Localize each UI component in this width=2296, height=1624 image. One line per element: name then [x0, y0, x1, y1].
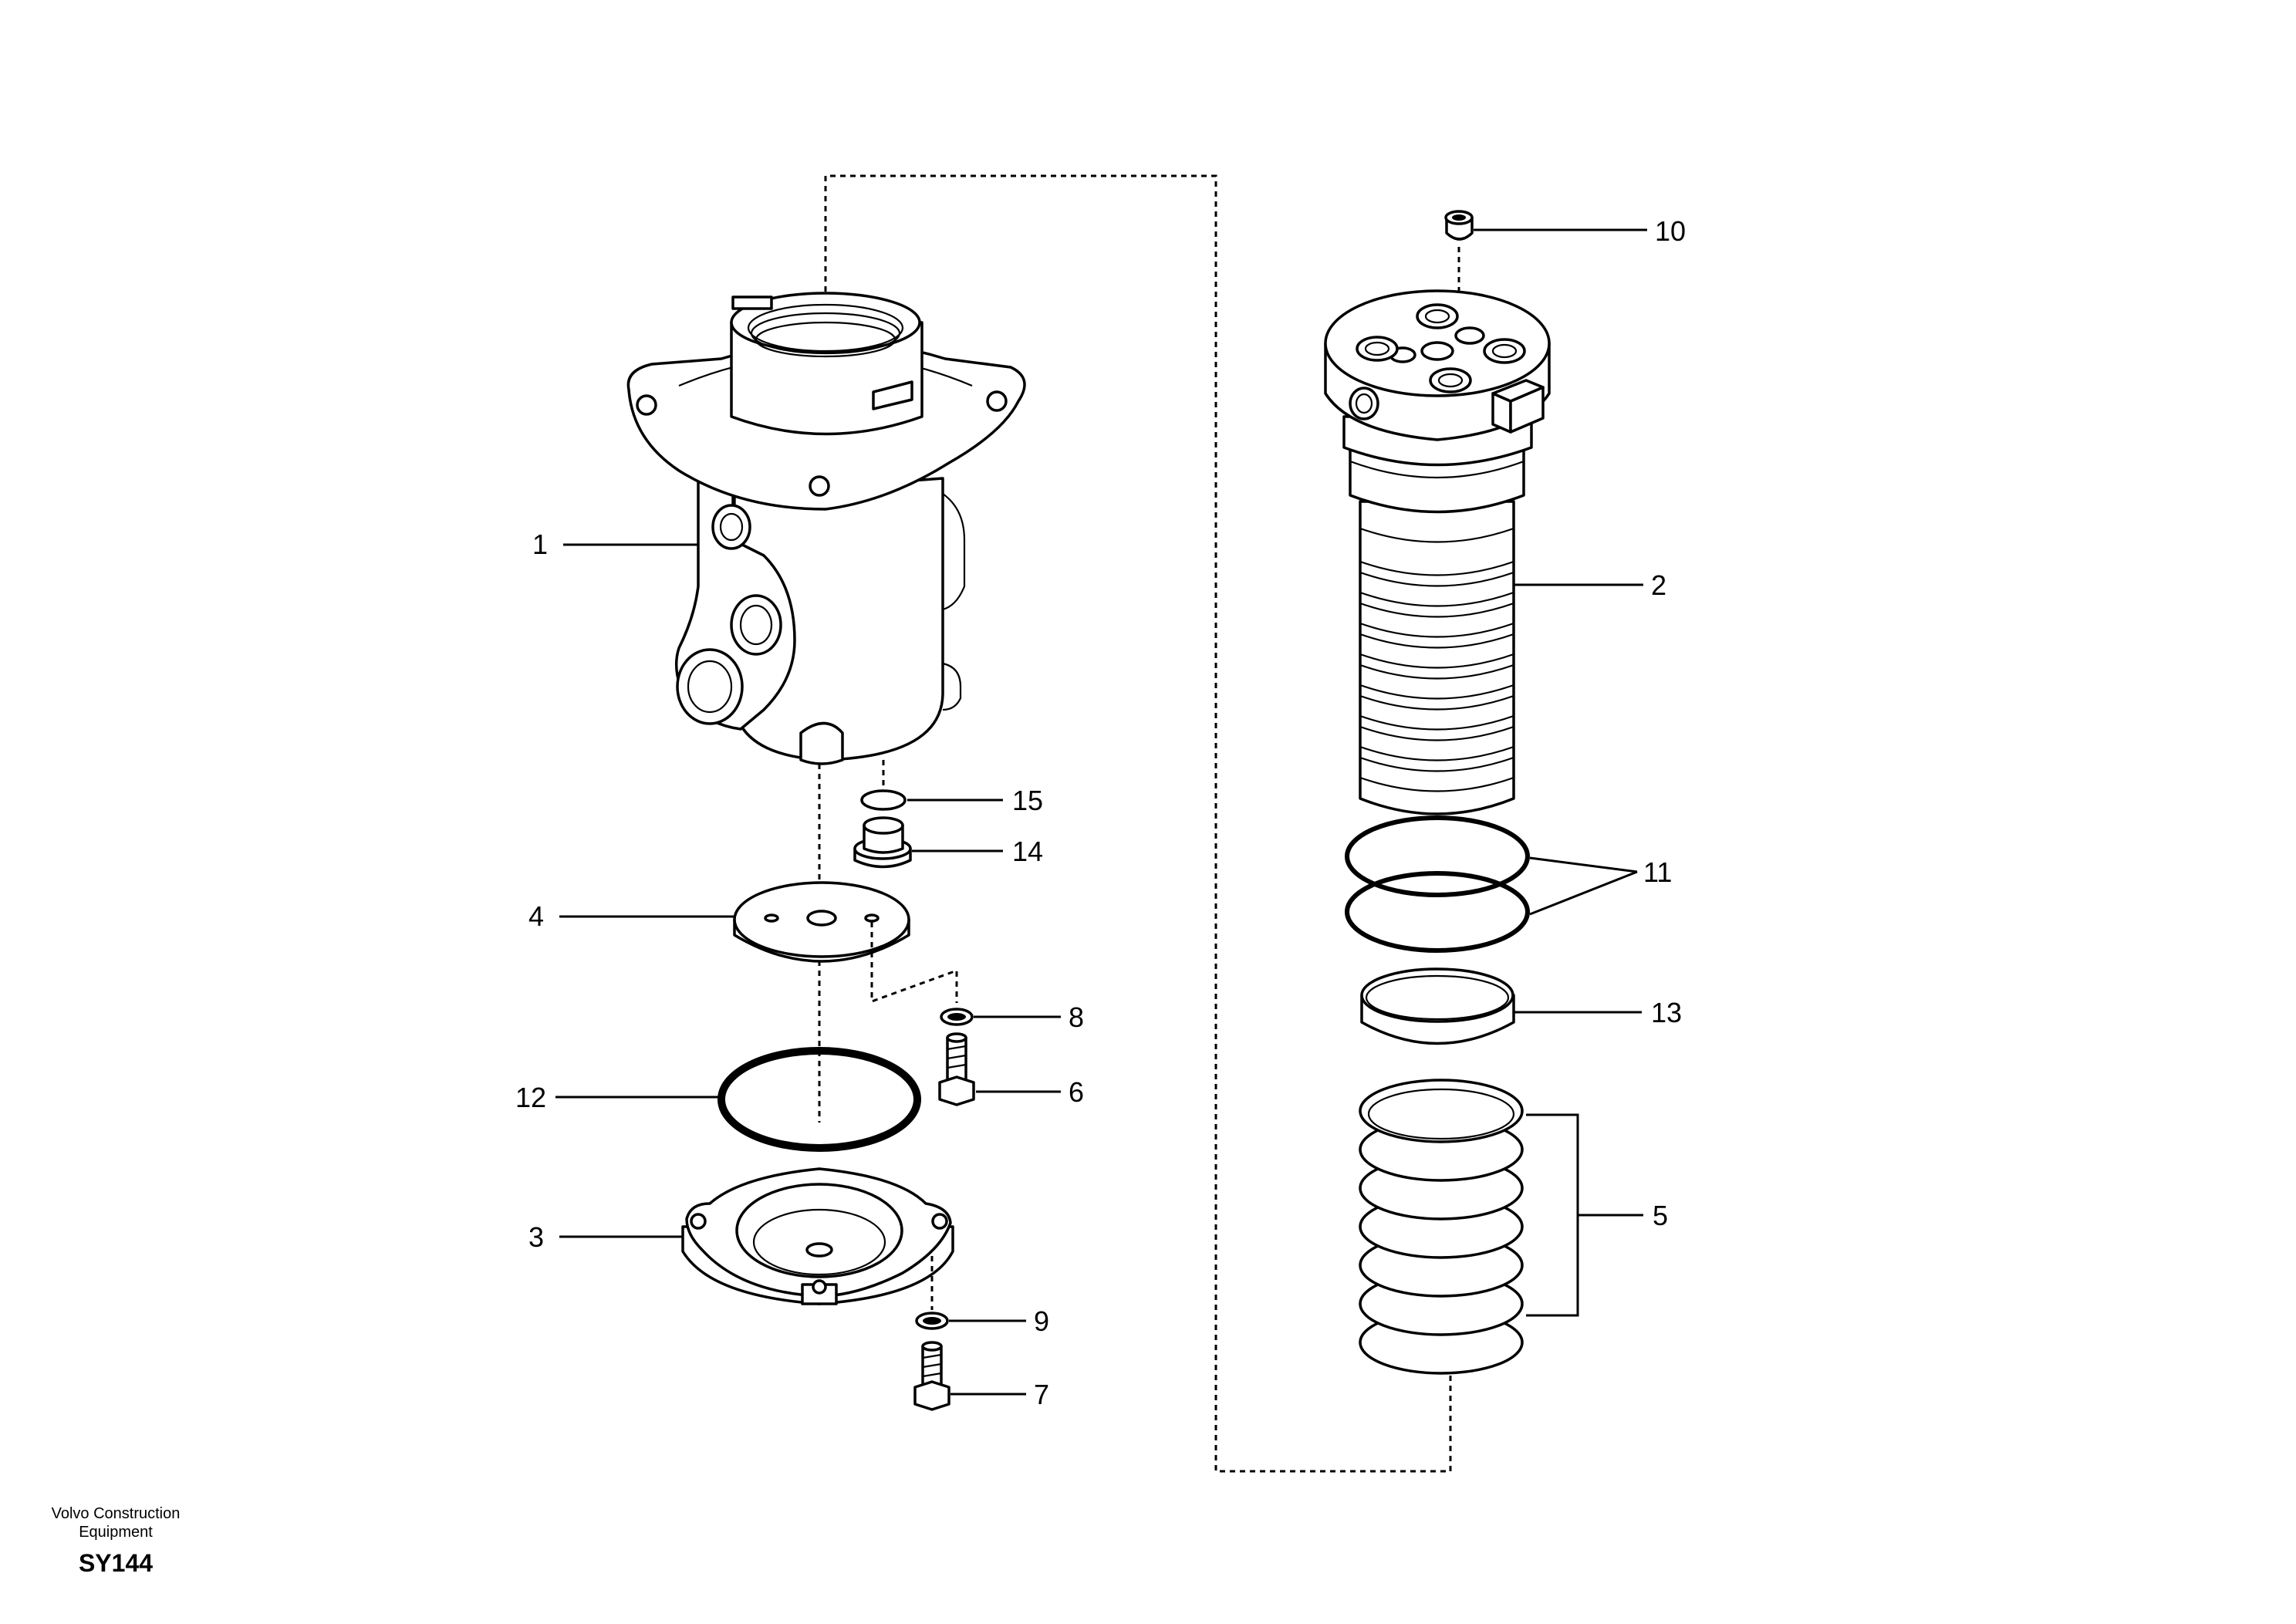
part-13-ring [1360, 967, 1515, 1045]
callout-14: 14 [1012, 836, 1043, 867]
callout-10: 10 [1655, 215, 1686, 247]
part-7-bolt [913, 1341, 950, 1411]
callout-8: 8 [1069, 1001, 1084, 1033]
bracket-5 [1526, 1113, 1579, 1317]
part-9-washer [915, 1312, 949, 1330]
callout-4: 4 [528, 900, 544, 932]
callout-12: 12 [515, 1082, 546, 1113]
footer: Volvo Construction Equipment SY144 [23, 1504, 208, 1578]
part-5-ring-stack [1359, 1079, 1524, 1375]
part-8-washer [940, 1008, 974, 1026]
callout-1: 1 [532, 528, 548, 560]
dash-8 [870, 922, 958, 1004]
brand-label: Volvo Construction Equipment [51, 1505, 181, 1541]
part-11-seals [1345, 815, 1530, 953]
part-14-plug [853, 816, 912, 869]
part-4-plate [733, 881, 910, 963]
callout-9: 9 [1034, 1305, 1049, 1337]
part-1-housing [626, 292, 1026, 765]
callout-11: 11 [1643, 856, 1672, 888]
part-3-cover [681, 1167, 954, 1305]
part-10-plug [1444, 210, 1474, 241]
part-12-o-ring [718, 1047, 921, 1152]
callout-7: 7 [1034, 1379, 1049, 1410]
assembly-dashed-path [824, 174, 1452, 1473]
callout-5: 5 [1653, 1200, 1668, 1231]
callout-6: 6 [1069, 1076, 1084, 1108]
callout-3: 3 [528, 1221, 544, 1253]
callout-2: 2 [1651, 569, 1666, 601]
callout-15: 15 [1012, 785, 1043, 816]
leader-11b [1529, 870, 1638, 916]
part-15-o-ring [860, 789, 907, 811]
part-2-spindle [1324, 289, 1551, 815]
diagram-code: SY144 [78, 1549, 154, 1577]
callout-13: 13 [1651, 997, 1682, 1028]
leader-11a [1529, 856, 1638, 873]
part-6-bolt [938, 1032, 975, 1106]
